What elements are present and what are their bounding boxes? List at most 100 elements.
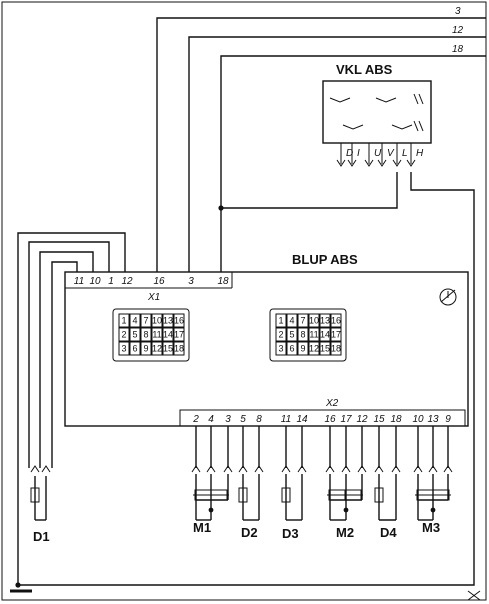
- connector-cell-number: 18: [331, 343, 341, 353]
- component-label-m1: M1: [193, 520, 211, 535]
- x1-pin-label: 10: [89, 276, 101, 287]
- connector-cell-number: 8: [143, 329, 148, 339]
- wire-vkl-H: [18, 172, 475, 586]
- vkl-box: [322, 80, 432, 144]
- connector-cell-number: 11: [309, 329, 318, 339]
- x2-pin-label: 16: [324, 414, 336, 425]
- connector-cell-number: 9: [300, 343, 305, 353]
- connector-cell: [308, 341, 320, 356]
- connector-cell-number: 14: [163, 329, 173, 339]
- connector-cell-number: 11: [152, 329, 161, 339]
- x2-pin-label: 14: [296, 414, 308, 425]
- connector-cell-number: 7: [300, 315, 305, 325]
- connector-cell: [129, 313, 141, 328]
- wire-x1-12: [17, 232, 126, 585]
- connector-arrow-icon: [191, 465, 201, 473]
- connector-cell: [319, 341, 331, 356]
- connector-cell: [129, 341, 141, 356]
- junction-dot: [343, 507, 349, 513]
- resistor-icon: [238, 487, 248, 503]
- vkl-pin-label: L: [402, 148, 408, 159]
- x2-pin-label: 17: [340, 414, 352, 425]
- x2-pin-label: 10: [412, 414, 424, 425]
- connector-arrow-icon: [443, 465, 453, 473]
- connector-cell-number: 1: [121, 315, 126, 325]
- x2-pin-label: 15: [373, 414, 385, 425]
- connector-cell: [330, 313, 342, 328]
- connector-cell-number: 15: [320, 343, 330, 353]
- junction-ground: [15, 582, 21, 588]
- vkl-pin-arrow-icon: [336, 159, 346, 167]
- connector-cell-number: 2: [121, 329, 126, 339]
- connector-cell-number: 8: [300, 329, 305, 339]
- wire-x1-10: [39, 251, 94, 468]
- connector-cell: [151, 341, 163, 356]
- connector-cell: [118, 313, 130, 328]
- connector-cell: [297, 313, 309, 328]
- connector-cell-number: 17: [174, 329, 184, 339]
- vkl-title: VKL ABS: [336, 62, 393, 77]
- x2-pin-label: 9: [445, 414, 451, 425]
- x1-pin-label: 16: [153, 276, 165, 287]
- connector-cell-number: 10: [152, 315, 162, 325]
- connector-cell: [162, 327, 174, 342]
- component-label-m2: M2: [336, 525, 354, 540]
- vkl-pin-arrow-icon: [406, 159, 416, 167]
- resistor-icon: [30, 487, 40, 503]
- connector-cell: [275, 313, 287, 328]
- sensor-symbol: [439, 288, 457, 306]
- connector-cell-number: 5: [289, 329, 294, 339]
- connector-cell: [330, 327, 342, 342]
- connector-cell-number: 3: [278, 343, 283, 353]
- vkl-pin-arrow-icon: [364, 159, 374, 167]
- resistor-icon: [281, 487, 291, 503]
- connector-cell-number: 2: [278, 329, 283, 339]
- x2-pin-label: 2: [192, 414, 199, 425]
- wire-vkl-L: [221, 172, 398, 209]
- junction-dot: [430, 507, 436, 513]
- connector-cell-number: 4: [289, 315, 294, 325]
- x1-label: X1: [147, 292, 160, 303]
- connector-arrow-icon: [357, 465, 367, 473]
- x1-pin-label: 18: [217, 276, 229, 287]
- top-harness-lines: 3 12 18: [156, 6, 486, 272]
- connector-arrow-icon: [254, 465, 264, 473]
- connector-arrow-icon: [428, 465, 438, 473]
- x2-pin-label: 4: [208, 414, 214, 425]
- connector-cell: [173, 313, 185, 328]
- connector-arrow-icon: [238, 465, 248, 473]
- connector-arrow-icon: [391, 465, 401, 473]
- connector-cell-number: 18: [174, 343, 184, 353]
- connector-cell: [162, 341, 174, 356]
- connector-cell: [308, 327, 320, 342]
- blup-box: [64, 271, 469, 427]
- connector-cell: [286, 313, 298, 328]
- connector-arrow-icon: [41, 465, 51, 473]
- connector-cell: [286, 341, 298, 356]
- connector-arrow-icon: [281, 465, 291, 473]
- connector-cell: [330, 341, 342, 356]
- x2-pin-label: 8: [256, 414, 262, 425]
- vkl-pin-arrow-icon: [347, 159, 357, 167]
- connector-arrow-icon: [30, 465, 40, 473]
- x1-pin-label: 12: [121, 276, 133, 287]
- x2-pin-label: 12: [356, 414, 368, 425]
- connector-cell: [297, 327, 309, 342]
- vkl-pin-label: I: [357, 148, 360, 159]
- connector-housing: [269, 308, 347, 362]
- connector-cell: [151, 327, 163, 342]
- connector-arrow-icon: [413, 465, 423, 473]
- connector-cell-number: 13: [163, 315, 173, 325]
- connector-cell-number: 12: [152, 343, 162, 353]
- x1-pin-label: 1: [108, 276, 114, 287]
- connector-cell-number: 10: [309, 315, 319, 325]
- component-label-d1: D1: [33, 529, 50, 544]
- x2-strip: [179, 409, 466, 427]
- connector-cell: [140, 327, 152, 342]
- connector-housing: [112, 308, 190, 362]
- connector-cell: [129, 327, 141, 342]
- connector-cell: [319, 313, 331, 328]
